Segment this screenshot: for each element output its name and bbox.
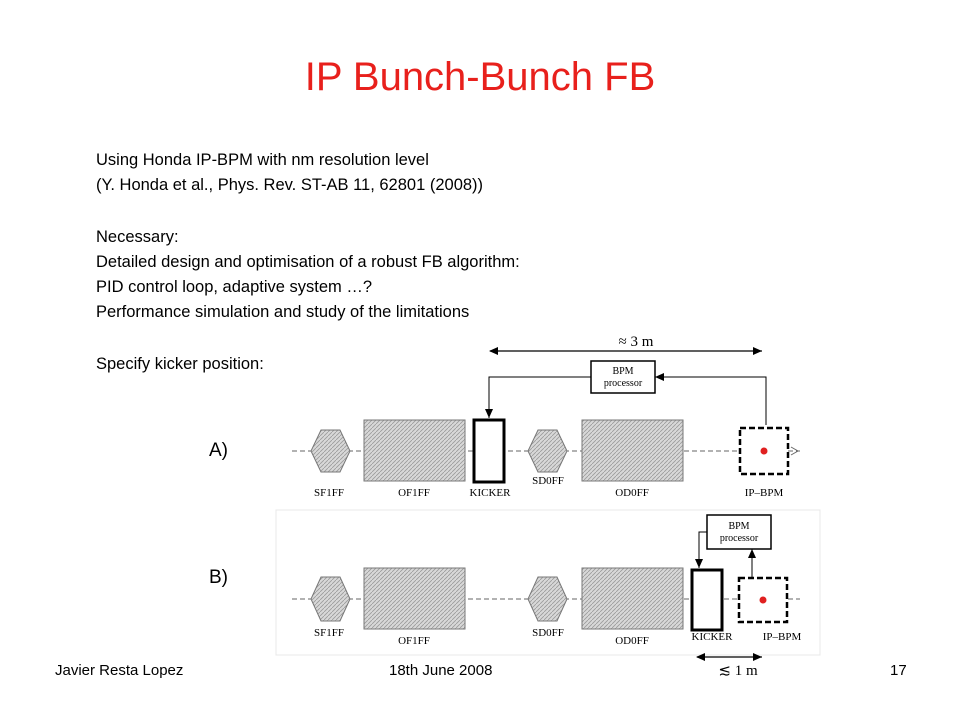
ip-dot-a <box>760 447 768 455</box>
label-od0ff-a: OD0FF <box>615 487 649 499</box>
footer-date: 18th June 2008 <box>389 662 493 679</box>
signal-line-kicker-a <box>485 376 591 418</box>
bpm-processor-label-a-2: processor <box>604 378 643 389</box>
diagram-a: ≈ 3 m BPM processor SF1FF OF1FF KICKER S… <box>292 334 800 499</box>
distance-label-a: ≈ 3 m <box>619 334 654 350</box>
text-line-2: (Y. Honda et al., Phys. Rev. ST-AB 11, 6… <box>96 176 484 194</box>
option-b-label: B) <box>209 567 228 588</box>
text-line-7: Specify kicker position: <box>96 355 264 373</box>
bpm-processor-box-a <box>590 360 656 394</box>
sf1ff-magnet-b <box>310 576 351 622</box>
text-line-5: PID control loop, adaptive system …? <box>96 278 373 296</box>
option-a-label: A) <box>209 440 228 461</box>
bpm-processor-label-b-2: processor <box>720 533 759 544</box>
bpm-processor-box-b <box>706 514 772 550</box>
signal-line-kicker-b <box>695 531 707 568</box>
kicker-b <box>690 568 724 632</box>
label-sd0ff-a: SD0FF <box>532 475 564 487</box>
label-sf1ff-a: SF1FF <box>314 487 344 499</box>
diagram-b: BPM processor SF1FF OF1FF SD0FF OD0FF KI… <box>275 509 821 679</box>
kicker-a <box>472 418 506 484</box>
bpm-processor-label-b-1: BPM <box>728 521 749 532</box>
text-line-4: Detailed design and optimisation of a ro… <box>96 253 520 271</box>
label-ipbpm-b: IP–BPM <box>763 631 802 643</box>
label-ipbpm-a: IP–BPM <box>745 487 784 499</box>
text-line-3: Necessary: <box>96 228 179 246</box>
text-line-1: Using Honda IP-BPM with nm resolution le… <box>96 151 429 169</box>
label-of1ff-a: OF1FF <box>398 487 430 499</box>
bpm-processor-label-a-1: BPM <box>612 366 633 377</box>
slide-title: IP Bunch-Bunch FB <box>304 55 656 99</box>
label-of1ff-b: OF1FF <box>398 635 430 647</box>
od0ff-magnet-a <box>581 419 684 482</box>
of1ff-magnet-b <box>363 567 466 630</box>
sd0ff-magnet-a <box>527 429 568 473</box>
sd0ff-magnet-b <box>527 576 568 622</box>
distance-label-b: ≲ 1 m <box>718 663 758 679</box>
label-kicker-b: KICKER <box>692 631 734 643</box>
label-sd0ff-b: SD0FF <box>532 627 564 639</box>
footer-author: Javier Resta Lopez <box>55 662 184 679</box>
ip-dot-b <box>759 596 767 604</box>
label-kicker-a: KICKER <box>470 487 512 499</box>
label-od0ff-b: OD0FF <box>615 635 649 647</box>
signal-line-ipbpm-a <box>655 373 767 425</box>
od0ff-magnet-b <box>581 567 684 630</box>
footer-page-number: 17 <box>890 662 907 679</box>
text-line-6: Performance simulation and study of the … <box>96 303 470 321</box>
sf1ff-magnet-a <box>310 429 351 473</box>
label-sf1ff-b: SF1FF <box>314 627 344 639</box>
of1ff-magnet-a <box>363 419 466 482</box>
